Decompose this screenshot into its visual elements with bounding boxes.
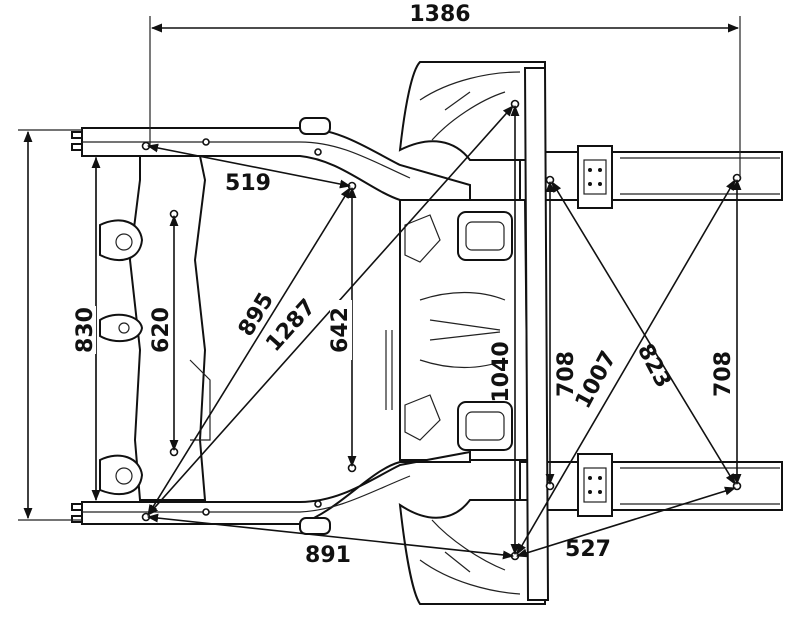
wheel-arch-top <box>398 61 546 161</box>
front-bolts <box>71 131 83 523</box>
rear-rail-bottom <box>519 453 783 517</box>
dimension-lines <box>18 16 742 560</box>
subframe-drawing <box>71 61 783 605</box>
dim-620: 620 <box>149 307 174 353</box>
dim-708-right: 708 <box>711 351 736 397</box>
dim-891: 891 <box>305 543 351 568</box>
dim-1386: 1386 <box>409 2 470 27</box>
dim-1040: 1040 <box>489 341 514 402</box>
dim-519: 519 <box>225 171 271 196</box>
rear-rail-top <box>519 145 783 209</box>
dim-642: 642 <box>328 307 353 353</box>
dim-823: 823 <box>632 340 676 392</box>
dim-708-left: 708 <box>554 351 579 397</box>
dim-830: 830 <box>73 307 98 353</box>
dim-527: 527 <box>565 537 611 562</box>
